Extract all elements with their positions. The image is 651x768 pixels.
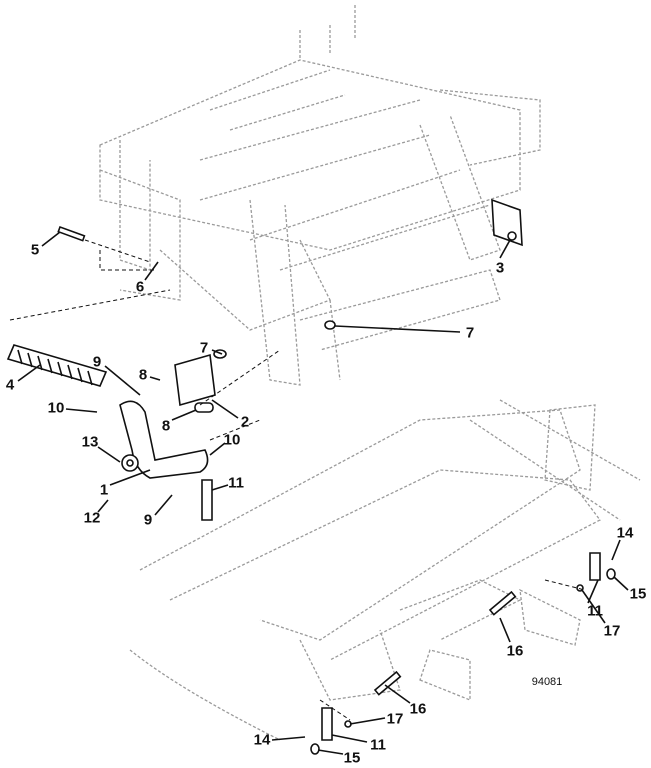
parts [6, 198, 616, 755]
callout-4: 4 [5, 376, 15, 394]
callout-2: 2 [240, 413, 250, 431]
lower-frame [129, 399, 641, 741]
callout-15: 15 [629, 585, 647, 603]
callout-14: 14 [616, 524, 634, 542]
callout-17: 17 [603, 622, 621, 640]
callout-3: 3 [495, 259, 505, 277]
callout-7: 7 [199, 339, 209, 357]
callout-16: 16 [506, 642, 524, 660]
callout-14: 14 [253, 731, 271, 749]
callout-9: 9 [143, 511, 153, 529]
callout-16: 16 [409, 700, 427, 718]
callout-13: 13 [81, 433, 99, 451]
figure-number: 94081 [531, 676, 563, 688]
callout-8: 8 [161, 417, 171, 435]
callout-7: 7 [465, 324, 475, 342]
callout-9: 9 [92, 353, 102, 371]
callout-11: 11 [587, 602, 603, 620]
callout-11: 11 [228, 474, 244, 492]
callout-17: 17 [386, 710, 404, 728]
callout-5: 5 [30, 241, 40, 259]
callout-11: 11 [370, 736, 386, 754]
callout-10: 10 [223, 431, 241, 449]
callout-15: 15 [343, 749, 361, 767]
leader-lines [17, 231, 629, 755]
callout-12: 12 [83, 509, 101, 527]
callout-10: 10 [47, 399, 65, 417]
callout-6: 6 [135, 278, 145, 296]
upper-frame [99, 5, 541, 386]
callout-8: 8 [138, 366, 148, 384]
assembly-lines [9, 239, 586, 721]
callout-1: 1 [99, 481, 109, 499]
